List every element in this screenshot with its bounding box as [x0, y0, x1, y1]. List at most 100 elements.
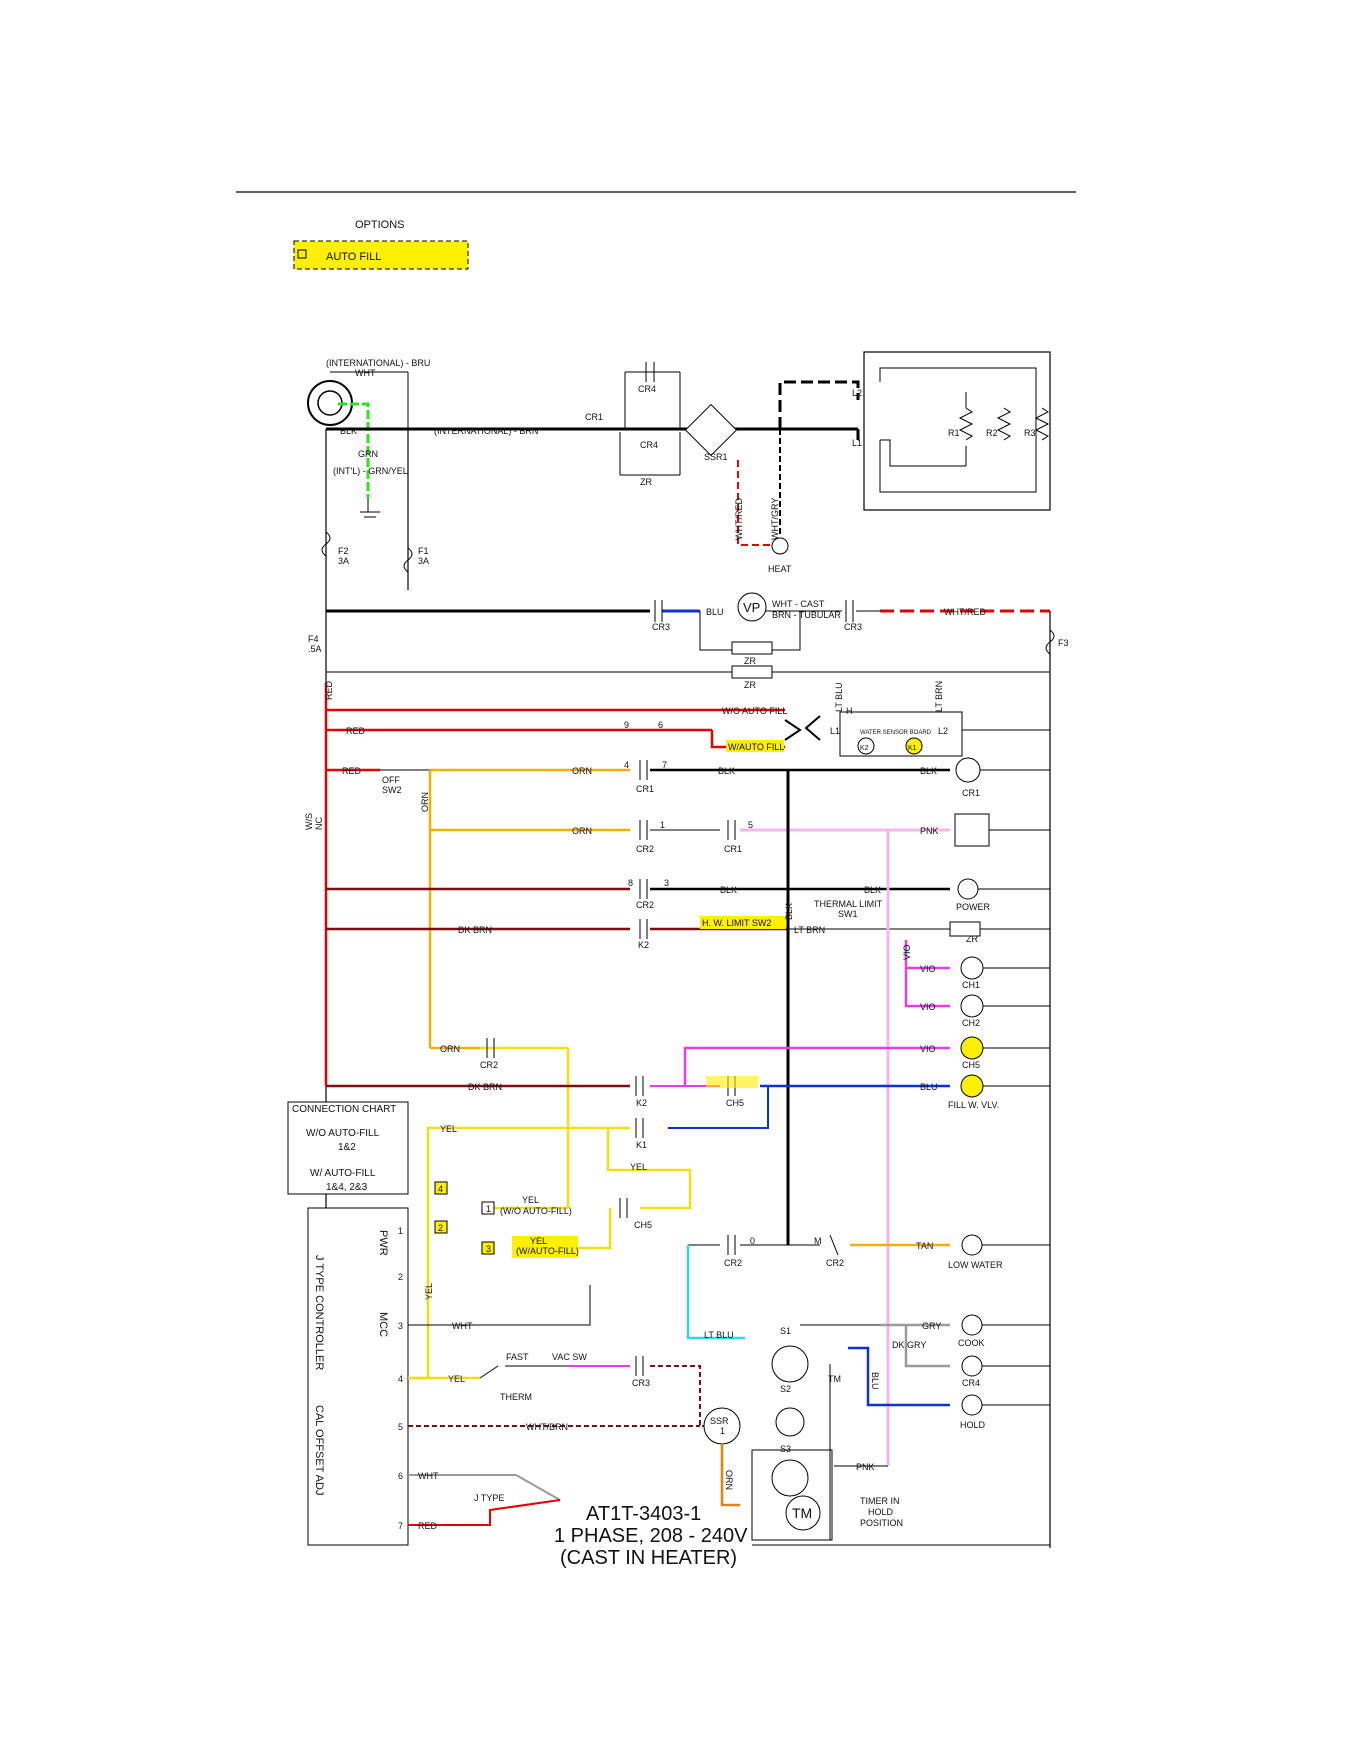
label-pin-2: 2	[398, 1272, 403, 1282]
label-ch1: CH1	[962, 980, 980, 990]
label-f3: F3	[1058, 638, 1069, 648]
label-s2: S2	[780, 1384, 791, 1394]
label-zr-1: ZR	[744, 656, 756, 666]
label-ws: W/S	[304, 813, 314, 830]
buzzer-icon	[954, 813, 990, 847]
label-ssr: SSR	[710, 1416, 729, 1426]
label-num-6: 6	[658, 720, 663, 730]
label-vp-wht-red: WHT/RED	[944, 607, 986, 617]
label-ssr1: SSR1	[704, 452, 728, 462]
label-vp-blu: BLU	[706, 607, 724, 617]
label-num-9: 9	[624, 720, 629, 730]
ch1-coil-icon	[960, 956, 984, 980]
label-cr3-low: CR3	[632, 1378, 650, 1388]
label-orn-vert: ORN	[420, 792, 430, 812]
label-f1: F1	[418, 546, 429, 556]
label-wo-auto-fill: W/O AUTO FILL	[722, 706, 787, 716]
label-ctrl-mode: J TYPE CONTROLLER	[313, 1255, 325, 1370]
label-h: H	[846, 706, 853, 716]
label-cr3-b: CR3	[844, 622, 862, 632]
label-w-autofill: (W/AUTO-FILL)	[516, 1246, 579, 1256]
cook-lamp-icon	[961, 1314, 983, 1336]
wire-wht-mcc	[408, 1285, 591, 1326]
label-s1: S1	[780, 1326, 791, 1336]
label-lt-blu-low: LT BLU	[704, 1330, 734, 1340]
label-tan: TAN	[916, 1241, 933, 1251]
options-title: OPTIONS	[355, 219, 405, 231]
vp-pump-icon	[737, 592, 767, 622]
label-orn-3: ORN	[440, 1044, 460, 1054]
label-vio-vert: VIO	[902, 944, 912, 960]
label-red-vert: RED	[324, 680, 334, 700]
label-dk-brn-2: DK BRN	[468, 1082, 502, 1092]
label-phase: 1 PHASE, 208 - 240V	[554, 1525, 748, 1547]
fill-valve-icon	[960, 1074, 984, 1098]
r3-icon	[1034, 407, 1050, 441]
auto-fill-checkbox[interactable]	[297, 249, 307, 259]
label-heater: (CAST IN HEATER)	[560, 1547, 737, 1569]
label-cr2-a: CR2	[636, 900, 654, 910]
label-tm-big: TM	[792, 1505, 812, 1521]
terminal-box-3	[481, 1241, 495, 1255]
label-ctrl-pwr: PWR	[377, 1230, 389, 1256]
connection-chart-w: W/ AUTO-FILL	[310, 1168, 376, 1179]
connection-chart-w-pins: 1&4, 2&3	[326, 1182, 368, 1193]
label-cr1-a: CR1	[636, 784, 654, 794]
label-blk-2b: BLK	[864, 885, 881, 895]
label-timer-note-3: POSITION	[860, 1518, 903, 1528]
label-f2: F2	[338, 546, 349, 556]
label-lt-brn-top: LT BRN	[934, 681, 944, 712]
timer-s1-icon	[771, 1345, 809, 1383]
ch5-coil-icon	[960, 1036, 984, 1060]
label-nc: NC	[314, 817, 324, 830]
label-cr4-low: CR4	[962, 1378, 980, 1388]
label-num-0: 0	[750, 1236, 755, 1246]
connection-chart-wo-pins: 1&2	[338, 1142, 356, 1153]
label-pin-4: 4	[398, 1374, 403, 1384]
label-zr-2: ZR	[744, 680, 756, 690]
label-thermal-limit: THERMAL LIMIT	[814, 899, 883, 909]
label-num-1: 1	[660, 820, 665, 830]
auto-fill-option[interactable]	[293, 240, 469, 270]
k2-relay-icon	[857, 737, 875, 755]
label-s3: S3	[780, 1444, 791, 1454]
label-ctrl-cal: CAL OFFSET ADJ	[313, 1405, 325, 1495]
connection-chart-title: CONNECTION CHART	[292, 1104, 396, 1115]
label-j-type: J TYPE	[474, 1493, 504, 1503]
heat-lamp-icon[interactable]	[771, 537, 789, 555]
terminal-box-1	[481, 1201, 495, 1215]
label-blk-1: BLK	[718, 766, 735, 776]
label-num-7: 7	[662, 760, 667, 770]
wire-wht-jtype	[408, 1474, 561, 1501]
wire-dk-gry	[904, 1325, 950, 1368]
label-timer-note-2: HOLD	[868, 1507, 894, 1517]
label-vac-sw: VAC SW	[552, 1352, 587, 1362]
label-cr1-coil: CR1	[962, 788, 980, 798]
label-l1-top: L1	[852, 438, 862, 448]
label-num-3: 3	[664, 878, 669, 888]
label-power: POWER	[956, 902, 991, 912]
label-wht-brn: WHT/BRN	[526, 1422, 568, 1432]
label-cr4: CR4	[640, 440, 658, 450]
k1-relay-icon	[905, 737, 923, 755]
label-grn: GRN	[358, 449, 378, 459]
label-blk: BLK	[340, 426, 357, 436]
fast-therm-switch[interactable]	[479, 1365, 499, 1379]
label-tm: TM	[828, 1374, 841, 1384]
label-yel-3: YEL	[448, 1374, 465, 1384]
label-vio-1: VIO	[920, 964, 936, 974]
label-off: OFF	[382, 775, 400, 785]
connection-chart	[287, 1101, 409, 1195]
timer-motor-icon[interactable]	[785, 1495, 821, 1531]
label-box-3: 3	[486, 1244, 491, 1254]
label-yel-w: YEL	[530, 1236, 547, 1246]
label-vio-3: VIO	[920, 1044, 936, 1054]
ch2-coil-icon	[960, 994, 984, 1018]
label-international-bru: (INTERNATIONAL) - BRU	[326, 358, 430, 368]
label-heat: HEAT	[768, 564, 792, 574]
label-pin-6: 6	[398, 1471, 403, 1481]
label-cr2-low-b: CR2	[826, 1258, 844, 1268]
label-ch5-coil: CH5	[962, 1060, 980, 1070]
label-red-2: RED	[342, 766, 362, 776]
